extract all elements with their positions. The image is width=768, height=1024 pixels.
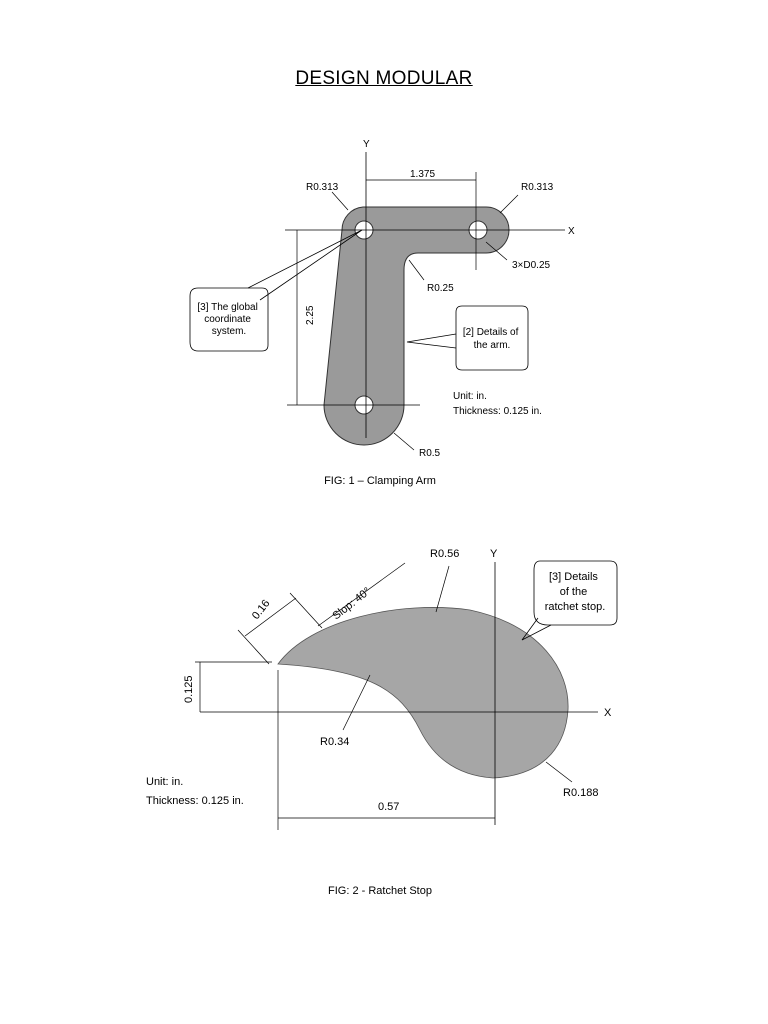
y-axis-label: Y — [490, 548, 498, 560]
callout-arm-text: [2] Details of the arm. — [463, 327, 521, 351]
unit-label: Unit: in. — [453, 391, 487, 402]
leader-inner-fillet — [408, 259, 425, 281]
callout-ratchet-box — [533, 560, 618, 626]
callout-arm-box — [455, 305, 529, 371]
radius-right-label: R0.188 — [563, 787, 598, 799]
callout-coordinate-pointer — [247, 229, 363, 301]
thickness-label: Thickness: 0.125 in. — [146, 795, 244, 807]
fig1-caption: FIG: 1 – Clamping Arm — [324, 475, 436, 487]
x-axis-label: X — [604, 707, 612, 719]
radius-bottom-label: R0.5 — [419, 448, 441, 459]
callout-ratchet-text: [3] Details of the ratchet stop. — [545, 571, 606, 613]
clamping-arm-figure: X Y 1.375 2.25 R0.313 R0.313 3×D0.25 R0.… — [189, 139, 575, 487]
ratchet-stop-part — [277, 607, 569, 779]
leader-radius-bottom — [393, 432, 415, 451]
callout-coordinate-text: [3] The global coordinate system. — [197, 302, 260, 337]
dim-slop-ext-2 — [289, 592, 323, 629]
ratchet-stop-figure: X Y 0.125 0.57 0.16 Slop: 40° R0.56 R0.3… — [146, 548, 618, 897]
leader-radius-top — [435, 565, 450, 613]
thickness-label: Thickness: 0.125 in. — [453, 406, 542, 417]
callout-arm-pointer — [406, 333, 457, 349]
radius-top-label: R0.56 — [430, 548, 459, 560]
radius-top-right-label: R0.313 — [521, 182, 554, 193]
dim-slop-line — [244, 597, 297, 637]
inner-fillet-label: R0.25 — [427, 283, 454, 294]
x-axis-label: X — [568, 226, 575, 237]
holes-label: 3×D0.25 — [512, 260, 551, 271]
leader-holes — [485, 241, 508, 261]
dim-height-label: 0.125 — [183, 675, 195, 703]
fig2-caption: FIG: 2 - Ratchet Stop — [328, 885, 432, 897]
unit-label: Unit: in. — [146, 776, 183, 788]
dim-slop-ext-1 — [237, 629, 270, 665]
y-axis-label: Y — [363, 139, 370, 150]
page-title: DESIGN MODULAR — [295, 68, 473, 89]
dim-horizontal-label: 1.375 — [410, 169, 435, 180]
callout-coordinate-box — [189, 287, 269, 352]
leader-radius-top-left — [331, 191, 349, 211]
radius-top-left-label: R0.313 — [306, 182, 339, 193]
radius-left-label: R0.34 — [320, 736, 349, 748]
leader-radius-right — [545, 761, 573, 783]
slop-line — [317, 562, 406, 627]
leader-radius-top-right — [499, 194, 519, 214]
leader-radius-left — [342, 674, 371, 731]
callout-ratchet-pointer — [521, 617, 552, 641]
dim-vertical-label: 2.25 — [305, 305, 316, 325]
dim-width-label: 0.57 — [378, 801, 399, 813]
